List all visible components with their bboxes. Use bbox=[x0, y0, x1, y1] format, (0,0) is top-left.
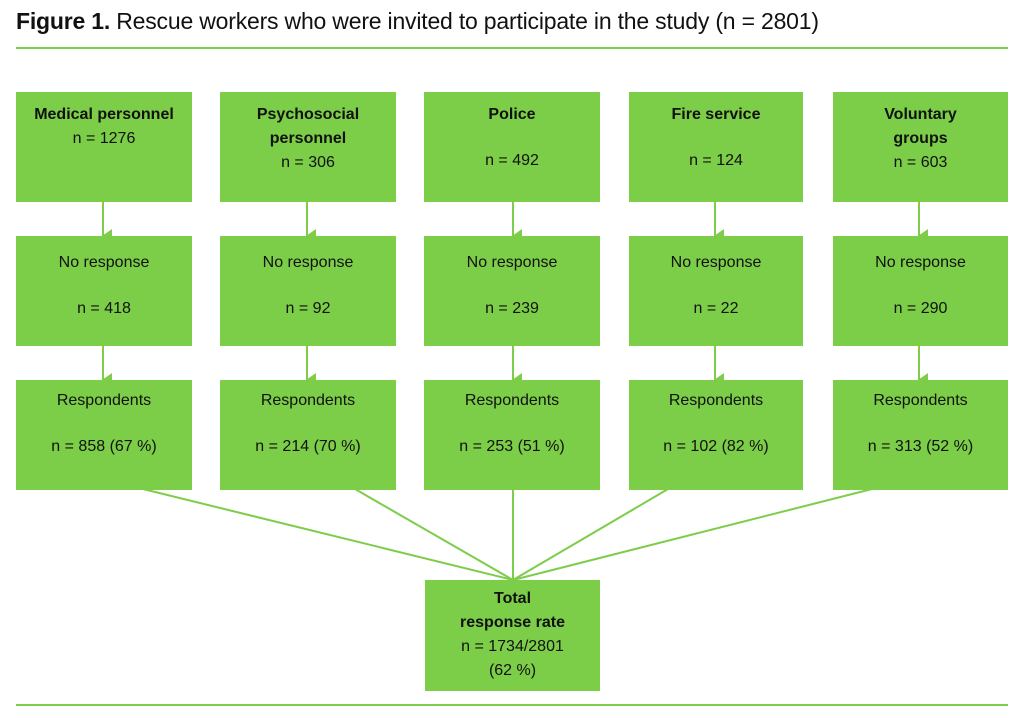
total-value: n = 1734/2801 bbox=[461, 638, 564, 655]
respondents-box: Respondents n = 858 (67 %) bbox=[16, 380, 192, 490]
converge-line bbox=[512, 488, 873, 581]
group-invited: n = 1276 bbox=[72, 130, 136, 147]
group-box-voluntary: Voluntary groups n = 603 bbox=[833, 92, 1008, 202]
group-name: Police bbox=[488, 106, 536, 123]
group-invited: n = 603 bbox=[893, 154, 948, 171]
no-response-value: n = 92 bbox=[285, 300, 331, 317]
no-response-label: No response bbox=[466, 254, 558, 271]
no-response-box: No response n = 92 bbox=[220, 236, 396, 346]
no-response-label: No response bbox=[262, 254, 354, 271]
respondents-value: n = 253 (51 %) bbox=[459, 438, 565, 455]
no-response-box: No response n = 418 bbox=[16, 236, 192, 346]
figure-title: Figure 1. Rescue workers who were invite… bbox=[16, 6, 819, 36]
no-response-box: No response n = 22 bbox=[629, 236, 803, 346]
group-box-police: Police n = 492 bbox=[424, 92, 600, 202]
no-response-value: n = 239 bbox=[485, 300, 539, 317]
bottom-rule bbox=[16, 704, 1008, 706]
group-invited: n = 492 bbox=[485, 152, 539, 169]
group-box-medical: Medical personnel n = 1276 bbox=[16, 92, 192, 202]
no-response-value: n = 290 bbox=[893, 300, 948, 317]
no-response-label: No response bbox=[670, 254, 762, 271]
respondents-value: n = 102 (82 %) bbox=[663, 438, 769, 455]
figure-label: Figure 1. bbox=[16, 8, 111, 34]
respondents-label: Respondents bbox=[260, 392, 356, 409]
respondents-box: Respondents n = 214 (70 %) bbox=[220, 380, 396, 490]
no-response-box: No response n = 290 bbox=[833, 236, 1008, 346]
converge-line bbox=[354, 488, 514, 581]
group-name: Medical personnel bbox=[34, 106, 174, 123]
group-name: Voluntary groups bbox=[884, 106, 957, 147]
respondents-box: Respondents n = 253 (51 %) bbox=[424, 380, 600, 490]
respondents-label: Respondents bbox=[873, 392, 968, 409]
top-rule bbox=[16, 47, 1008, 49]
figure-caption: Rescue workers who were invited to parti… bbox=[110, 8, 819, 34]
total-response-box: Total response rate n = 1734/2801 (62 %) bbox=[425, 580, 600, 691]
group-box-fire-service: Fire service n = 124 bbox=[629, 92, 803, 202]
respondents-box: Respondents n = 102 (82 %) bbox=[629, 380, 803, 490]
respondents-label: Respondents bbox=[668, 392, 764, 409]
total-percent: (62 %) bbox=[488, 662, 537, 679]
no-response-value: n = 22 bbox=[693, 300, 739, 317]
respondents-value: n = 858 (67 %) bbox=[51, 438, 157, 455]
group-name: Fire service bbox=[671, 106, 761, 123]
converge-line bbox=[512, 488, 669, 581]
respondents-value: n = 214 (70 %) bbox=[255, 438, 361, 455]
total-title-line2: response rate bbox=[460, 614, 565, 631]
respondents-value: n = 313 (52 %) bbox=[867, 438, 974, 455]
respondents-label: Respondents bbox=[464, 392, 560, 409]
no-response-label: No response bbox=[58, 254, 150, 271]
group-invited: n = 124 bbox=[689, 152, 743, 169]
group-invited: n = 306 bbox=[281, 154, 335, 171]
no-response-label: No response bbox=[875, 254, 966, 271]
respondents-label: Respondents bbox=[56, 392, 152, 409]
total-title-line1: Total bbox=[493, 590, 532, 607]
converge-line bbox=[142, 488, 514, 581]
group-name: Psychosocial personnel bbox=[256, 106, 360, 147]
respondents-box: Respondents n = 313 (52 %) bbox=[833, 380, 1008, 490]
group-box-psychosocial: Psychosocial personnel n = 306 bbox=[220, 92, 396, 202]
no-response-box: No response n = 239 bbox=[424, 236, 600, 346]
no-response-value: n = 418 bbox=[77, 300, 131, 317]
